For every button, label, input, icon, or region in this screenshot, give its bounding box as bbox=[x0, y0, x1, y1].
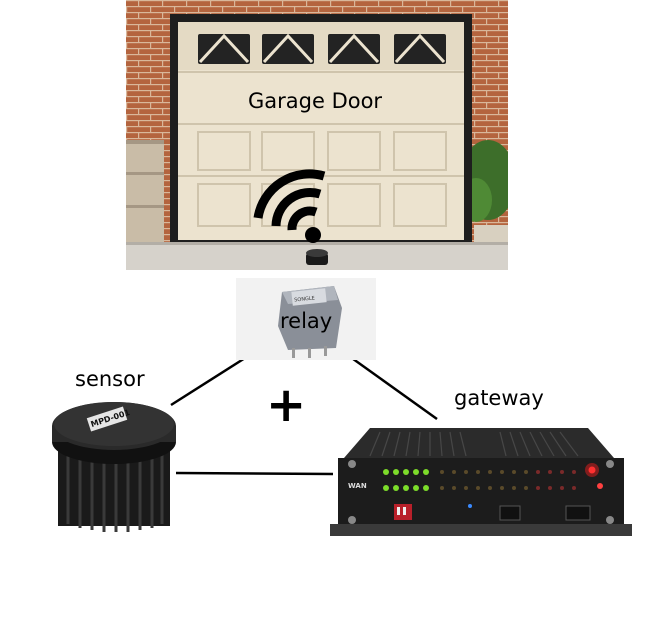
gateway-image: WAN bbox=[330, 428, 632, 536]
gateway-label: gateway bbox=[454, 386, 544, 410]
garage-door-label: Garage Door bbox=[248, 89, 383, 113]
sensor-image: MPD-001 bbox=[52, 402, 176, 532]
relay-part-text: SONGLE bbox=[294, 295, 315, 303]
relay-image: SONGLE bbox=[236, 278, 376, 360]
relay-label: relay bbox=[280, 309, 333, 333]
gateway-brand-text: WAN bbox=[348, 482, 367, 490]
wifi-icon bbox=[253, 169, 326, 243]
sensor-to-gateway-line bbox=[175, 471, 334, 476]
plus-icon: + bbox=[266, 377, 307, 433]
garage-door-photo bbox=[126, 0, 508, 270]
sensor-label: sensor bbox=[75, 367, 145, 391]
